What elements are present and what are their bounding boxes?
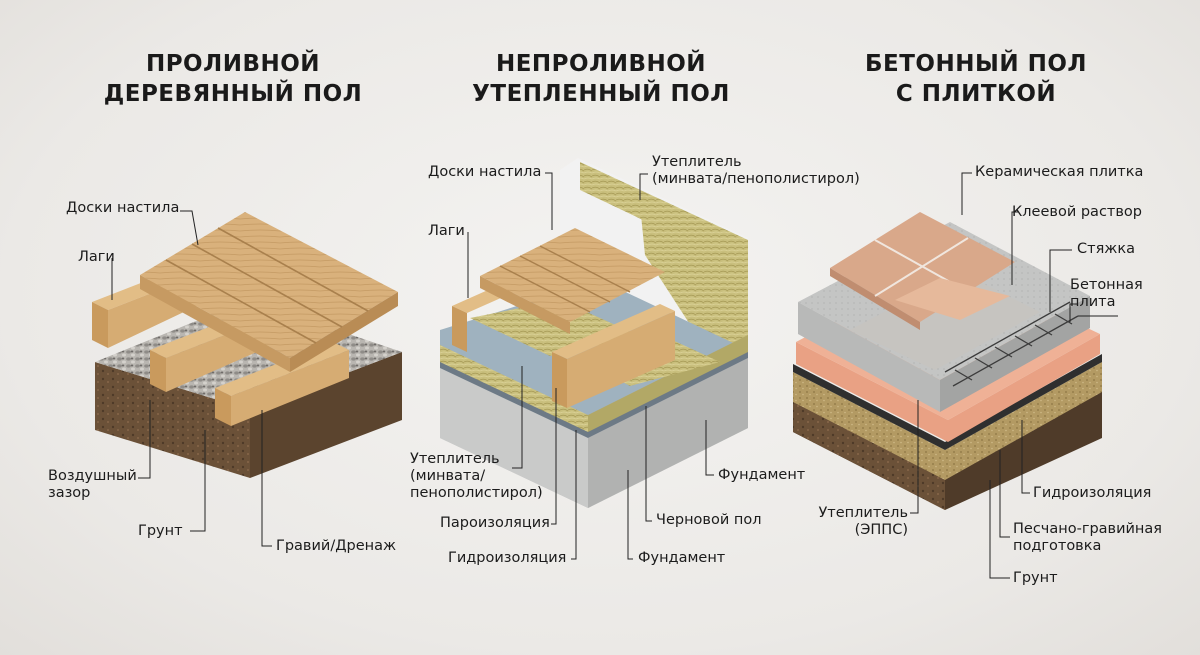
label-p3-insulation-line2: (ЭППС) (854, 522, 908, 538)
label-p1-soil: Грунт (138, 523, 183, 539)
label-p3-waterproofing: Гидроизоляция (1033, 485, 1152, 501)
panel-3-title-line2: С ПЛИТКОЙ (895, 81, 1057, 107)
panel-2-illustration (440, 158, 748, 508)
panel-1-title-line1: ПРОЛИВНОЙ (145, 51, 321, 77)
label-p2-insulation-top-line1: Утеплитель (652, 154, 742, 170)
label-p2-insulation-line3: пенополистирол) (410, 485, 543, 501)
label-p2-insulation-line2: (минвата/ (410, 468, 486, 484)
label-p2-joists: Лаги (428, 223, 465, 239)
label-p2-insulation-top-line2: (минвата/пенополистирол) (652, 171, 860, 187)
label-p2-foundation-bottom: Фундамент (638, 550, 726, 566)
label-p2-waterproofing: Гидроизоляция (448, 550, 567, 566)
label-p1-joists: Лаги (78, 249, 115, 265)
label-p2-subfloor: Черновой пол (656, 512, 762, 528)
panel-2-title-line2: УТЕПЛЕННЫЙ ПОЛ (472, 81, 730, 107)
label-p3-sand-gravel-line1: Песчано-гравийная (1013, 521, 1163, 537)
label-p2-insulation-line1: Утеплитель (410, 451, 500, 467)
panel-1-illustration (92, 212, 402, 478)
label-p3-screed: Стяжка (1077, 241, 1135, 257)
panel-2-title: НЕПРОЛИВНОЙ УТЕПЛЕННЫЙ ПОЛ (431, 49, 771, 109)
label-p3-sand-gravel: Песчано-гравийная подготовка (1013, 521, 1162, 555)
panel-1-title: ПРОЛИВНОЙ ДЕРЕВЯННЫЙ ПОЛ (63, 49, 403, 109)
label-p3-slab-line2: плита (1070, 294, 1116, 310)
panel-3-title: БЕТОННЫЙ ПОЛ С ПЛИТКОЙ (806, 49, 1146, 109)
label-p2-boards: Доски настила (428, 164, 542, 180)
label-p2-insulation-top: Утеплитель (минвата/пенополистирол) (652, 154, 860, 188)
label-p3-soil: Грунт (1013, 570, 1058, 586)
label-p2-foundation-right: Фундамент (718, 467, 806, 483)
label-p3-slab-line1: Бетонная (1070, 277, 1143, 293)
label-p3-tile: Керамическая плитка (975, 164, 1144, 180)
leader-lines (111, 172, 1118, 579)
label-p2-insulation: Утеплитель (минвата/ пенополистирол) (410, 451, 543, 502)
panel-3-title-line1: БЕТОННЫЙ ПОЛ (865, 51, 1087, 77)
panel-2-title-line1: НЕПРОЛИВНОЙ (495, 51, 707, 77)
label-p1-air-gap-line2: зазор (48, 485, 91, 501)
label-p3-insulation: Утеплитель (ЭППС) (818, 505, 908, 539)
label-p3-adhesive: Клеевой раствор (1012, 204, 1142, 220)
label-p3-sand-gravel-line2: подготовка (1013, 538, 1102, 554)
panel-1-title-line2: ДЕРЕВЯННЫЙ ПОЛ (103, 81, 363, 107)
label-p3-slab: Бетонная плита (1070, 277, 1143, 311)
panel-3-illustration (793, 212, 1102, 510)
label-p1-air-gap: Воздушный зазор (48, 468, 137, 502)
label-p1-gravel: Гравий/Дренаж (276, 538, 397, 554)
label-p1-boards: Доски настила (66, 200, 180, 216)
label-p2-vapor-barrier: Пароизоляция (440, 515, 550, 531)
label-p3-insulation-line1: Утеплитель (818, 505, 908, 521)
label-p1-air-gap-line1: Воздушный (48, 468, 137, 484)
